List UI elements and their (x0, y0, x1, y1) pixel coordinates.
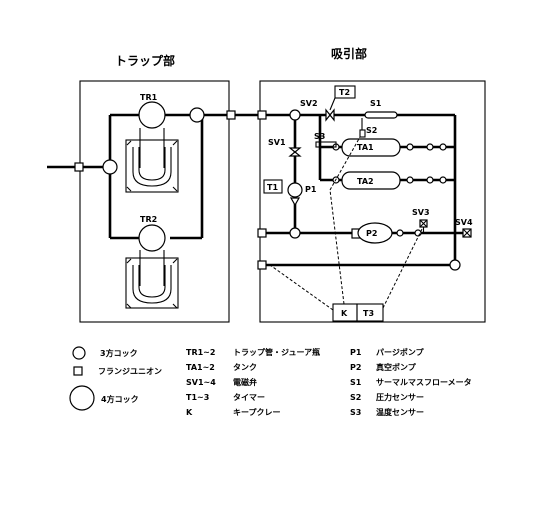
legend-desc: 圧力センサー (376, 392, 424, 402)
t2-timer-box (334, 85, 356, 99)
flange-union-icon (257, 260, 267, 270)
legend-label: 3方コック (100, 348, 138, 358)
legend-code: S2 (350, 393, 361, 402)
sv4-label: SV4 (455, 218, 473, 227)
flange-union-icon (226, 110, 236, 120)
t1-label: T1 (267, 183, 278, 192)
sv1-valve-icon (288, 147, 302, 157)
legend: 3方コック フランジユニオン 4方コック TR1~2 トラップ管・ジューア瓶 T… (69, 346, 472, 417)
flange-union-icon (257, 110, 267, 120)
k-label: K (341, 309, 348, 318)
tr2-four-way-cock-icon (138, 224, 166, 252)
legend-label: 4方コック (101, 394, 139, 404)
legend-desc: 真空ポンプ (376, 362, 417, 372)
legend-code: P1 (350, 348, 362, 357)
legend-desc: サーマルマスフローメータ (376, 377, 472, 387)
flange-union-icon (257, 228, 267, 238)
legend-desc: 温度センサー (376, 407, 424, 417)
three-way-cock-icon (406, 143, 414, 151)
legend-code: P2 (350, 363, 361, 372)
t3-timer-box (356, 303, 384, 322)
k-signal-line (269, 264, 334, 311)
three-way-cock-icon (439, 143, 447, 151)
t2-label: T2 (339, 88, 350, 97)
ta1-label: TA1 (357, 143, 374, 152)
three-way-cock-icon (439, 176, 447, 184)
three-way-cock-icon (289, 109, 301, 121)
s2-pressure-sensor-icon (359, 129, 366, 138)
flange-union-legend-icon (73, 366, 83, 376)
three-way-cock-icon (414, 229, 422, 237)
ta1-tank-icon (341, 138, 401, 157)
legend-code: T1~3 (186, 393, 209, 402)
suction-section-frame (259, 80, 486, 323)
s1-flowmeter-icon (364, 111, 398, 119)
legend-desc: タンク (233, 362, 257, 372)
t3-signal-line (382, 226, 424, 309)
p2-vacuum-pump-icon (357, 222, 393, 244)
legend-label: フランジユニオン (98, 367, 162, 376)
p1-label: P1 (305, 185, 317, 194)
three-way-cock-icon (406, 176, 414, 184)
s2-signal-line (329, 136, 361, 191)
tr2-label: TR2 (140, 215, 157, 224)
sv1-label: SV1 (268, 138, 286, 147)
legend-desc: 電磁弁 (233, 377, 257, 387)
trap-section-title: トラップ部 (115, 53, 175, 68)
legend-desc: タイマー (233, 392, 265, 402)
k-signal-line (329, 189, 345, 305)
legend-desc: トラップ管・ジューア瓶 (233, 347, 320, 357)
legend-code: K (186, 408, 193, 417)
s3-label: S3 (314, 132, 325, 141)
p1-check-valve-icon (289, 197, 301, 207)
suction-section-title: 吸引部 (331, 46, 367, 61)
three-way-cock-legend-icon (72, 346, 86, 360)
three-way-cock-icon (449, 259, 461, 271)
s2-label: S2 (366, 126, 377, 135)
legend-desc: キープクレー (233, 407, 281, 417)
legend-code: S3 (350, 408, 361, 417)
three-way-cock-icon (426, 143, 434, 151)
sv3-label: SV3 (412, 208, 430, 217)
sv2-valve-icon (325, 108, 335, 122)
three-way-cock-icon (396, 229, 404, 237)
three-way-cock-icon (189, 107, 205, 123)
four-way-cock-legend-icon (69, 385, 95, 411)
legend-code: TA1~2 (186, 363, 215, 372)
p2-label: P2 (366, 229, 377, 238)
three-way-cock-icon (289, 227, 301, 239)
trap-section-frame (79, 80, 230, 323)
legend-code: SV1~4 (186, 378, 216, 387)
t3-label: T3 (363, 309, 374, 318)
sv4-valve-icon (462, 228, 472, 238)
tr2-trap (125, 250, 179, 309)
three-way-cock-icon (102, 159, 118, 175)
tr1-label: TR1 (140, 93, 158, 102)
tr1-four-way-cock-icon (138, 101, 166, 129)
s3-temperature-sensor-icon (315, 141, 337, 148)
flange-union-icon (74, 162, 84, 172)
t1-timer-box (263, 179, 283, 194)
ta2-tank-icon (341, 171, 401, 190)
p1-purge-pump-icon (287, 182, 303, 198)
sv3-valve-icon (419, 219, 428, 233)
ta2-label: TA2 (357, 177, 374, 186)
legend-desc: パージポンプ (376, 347, 425, 357)
three-way-cock-icon (426, 176, 434, 184)
tr1-trap (125, 128, 179, 193)
legend-code: TR1~2 (186, 348, 215, 357)
sv2-label: SV2 (300, 99, 318, 108)
legend-code: S1 (350, 378, 362, 387)
s1-label: S1 (370, 99, 382, 108)
